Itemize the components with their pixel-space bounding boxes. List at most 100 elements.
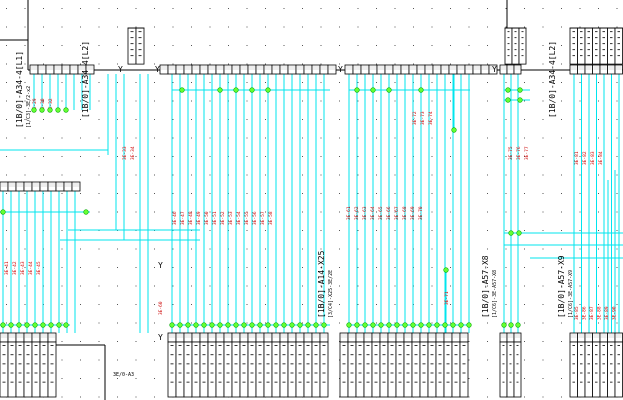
top-farright-header-cell-text (572, 55, 575, 57)
grid-dot (542, 26, 544, 28)
wire-label: 3E-32 (48, 98, 54, 112)
top-center2-block-cell-head (394, 66, 400, 70)
top-left-block-cell-head (47, 66, 53, 70)
grid-dot (394, 8, 396, 9)
grid-dot (117, 211, 118, 213)
bottom-center-block-cell-text (242, 372, 246, 374)
bottom-center-block-cell-text (178, 381, 182, 383)
bottom-center-block-cell-text (258, 354, 262, 356)
grid-dot (154, 26, 155, 28)
cable-label-top-right: [1B/0]-A34-4[L2] (548, 41, 557, 118)
bottom-center2-block-cell-text (462, 345, 466, 346)
wire-node (249, 322, 255, 328)
bottom-center2-block-cell-head (381, 334, 387, 338)
bottom-center-block-cell-head (233, 334, 239, 338)
cable-label-left: [1B/0]-A34-4[L1] (15, 51, 24, 128)
grid-dot (172, 119, 174, 120)
grid-dot (6, 193, 7, 194)
bottom-center2-block-cell-text (422, 381, 426, 383)
grid-dot (154, 359, 155, 361)
top-farright-header-cell-text (610, 31, 613, 33)
wire-node (273, 322, 279, 328)
bottom-center-block-cell-text (282, 363, 286, 365)
bottom-farright-block-cell-text (587, 381, 590, 383)
bottom-center2-block-cell-text (430, 363, 434, 365)
bottom-left-block-cell-ext (0, 341, 9, 398)
grid-dot (246, 137, 248, 139)
bottom-farright-block-cell-text (580, 363, 583, 365)
grid-dot (302, 8, 303, 9)
grid-dot (376, 26, 377, 28)
y-marker: Y (492, 65, 497, 74)
grid-dot (394, 63, 396, 65)
bottom-left-block-cell-text (26, 372, 30, 374)
top-farright-header-cell-text (580, 37, 583, 39)
bottom-center2-block-cell-text (446, 345, 450, 346)
grid-dot (191, 248, 192, 250)
bottom-center2-block-cell-text (342, 372, 346, 374)
top-farright-block-cell-head (616, 66, 622, 70)
grid-dot (61, 285, 63, 287)
bottom-farright-block-cell-text (610, 372, 613, 374)
bottom-left-block-cell-text (2, 345, 6, 346)
wire-node (83, 209, 89, 215)
wire-label: 3E-83 (590, 151, 596, 165)
top-center-block-cell-head (169, 66, 175, 70)
grid-dot (98, 267, 100, 268)
bottom-left-block-cell-head (1, 334, 7, 338)
bottom-center-block-cell-ext (231, 341, 241, 398)
bottom-farright-block-cell-head (586, 334, 592, 338)
grid-dot (450, 211, 451, 213)
grid-dot (394, 26, 396, 28)
grid-dot (191, 63, 192, 65)
bottom-farright-block-cell-text (617, 381, 620, 383)
grid-dot (6, 322, 7, 324)
grid-dot (579, 82, 581, 83)
top-center2-block-cell-head (346, 66, 352, 70)
wire-label: 3E-47 (180, 211, 186, 225)
bottom-center-block-cell-text (210, 354, 214, 356)
bottom-center2-block-cell-head (421, 334, 427, 338)
grid-dot (339, 45, 340, 46)
bottom-center-block-cell-text (290, 381, 294, 383)
grid-dot (209, 285, 211, 287)
grid-dot (135, 174, 137, 176)
grid-dot (302, 285, 303, 287)
top-mid-block-header-cell-text (138, 43, 142, 45)
wire-node (305, 322, 311, 328)
grid-dot (80, 248, 81, 250)
grid-dot (616, 322, 618, 324)
bottom-center2-block-cell-text (382, 363, 386, 365)
bottom-center2-block-cell-text (390, 345, 394, 346)
bottom-farright-block-cell-head (571, 334, 577, 338)
grid-dot (228, 8, 229, 9)
grid-dot (487, 211, 488, 213)
bottom-center-block-cell-text (194, 345, 198, 346)
bottom-center-block-cell-text (306, 363, 310, 365)
wire-node (516, 230, 522, 236)
grid-dot (598, 248, 599, 250)
bottom-farright-block-cell-text (587, 345, 590, 346)
left-mid-block-cell-head (49, 183, 55, 187)
top-farright-block-cell-head (578, 66, 584, 70)
grid-dot (561, 63, 562, 65)
bottom-farright-block-cell-text (580, 354, 583, 356)
top-center2-block-cell-head (354, 66, 360, 70)
top-center-block-cell-head (177, 66, 183, 70)
grid-dot (394, 285, 396, 287)
top-center2-block-cell-head (434, 66, 440, 70)
bottom-left-block-cell-text (42, 354, 46, 356)
grid-dot (61, 267, 63, 268)
grid-dot (561, 174, 562, 176)
top-center2-block-cell-head (466, 66, 472, 70)
grid-dot (24, 193, 26, 194)
grid-dot (117, 174, 118, 176)
bottom-center-block-cell-text (282, 381, 286, 383)
grid-dot (6, 230, 7, 231)
grid-dot (98, 100, 100, 102)
bottom-center2-block-cell-text (366, 354, 370, 356)
grid-dot (283, 45, 285, 46)
grid-dot (98, 322, 100, 324)
grid-dot (542, 285, 544, 287)
grid-dot (6, 45, 7, 46)
